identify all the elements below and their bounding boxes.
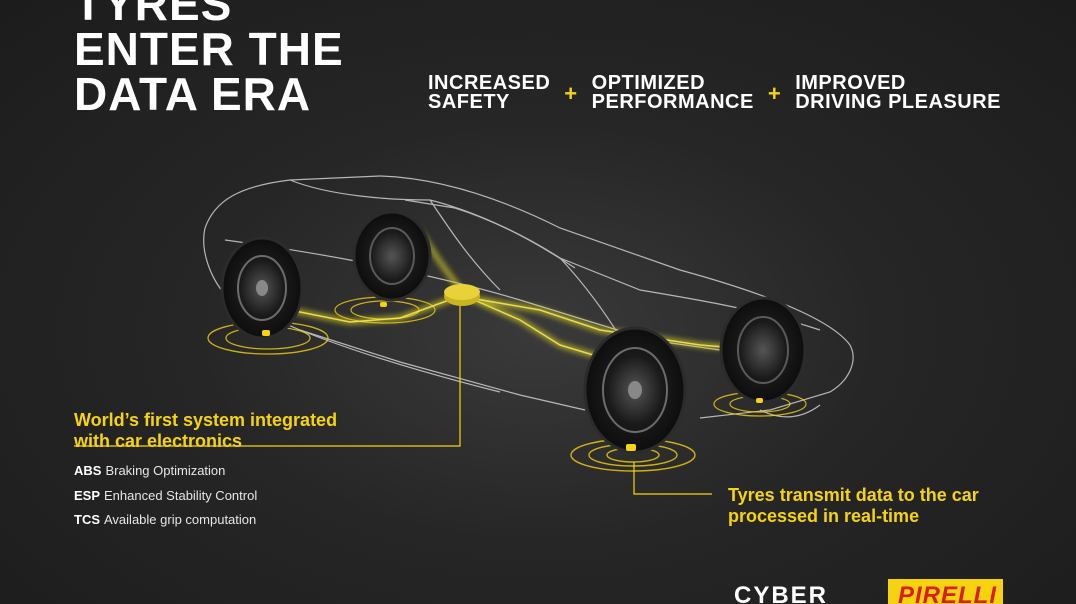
callout-lines xyxy=(74,306,712,495)
headline-line-1: TYRES xyxy=(74,0,233,30)
headline: TYRES ENTER THE DATA ERA xyxy=(74,0,344,117)
system-item-tcs: TCS Available grip computation xyxy=(74,512,257,537)
processor-unit xyxy=(444,284,480,306)
tyre-sensors xyxy=(262,302,763,451)
tyre-rear-right xyxy=(352,210,432,302)
benefit-safety-line-1: INCREASED xyxy=(428,72,551,94)
system-desc: Braking Optimization xyxy=(105,463,226,478)
plus-icon: + xyxy=(564,80,578,106)
data-transmit-callout: Tyres transmit data to the car processed… xyxy=(728,485,979,527)
headline-line-2: ENTER THE xyxy=(74,23,344,75)
integration-callout: World’s first system integrated with car… xyxy=(74,410,337,452)
benefit-performance: OPTIMIZED PERFORMANCE xyxy=(591,72,754,113)
benefit-driving-pleasure: IMPROVED DRIVING PLEASURE xyxy=(795,72,1001,113)
data-transmit-callout-line-1: Tyres transmit data to the car xyxy=(728,485,979,505)
system-desc: Enhanced Stability Control xyxy=(104,487,258,503)
system-desc: Available grip computation xyxy=(104,512,257,527)
cyber-logo: CYBER xyxy=(734,582,829,604)
benefits-row: INCREASED SAFETY + OPTIMIZED PERFORMANCE… xyxy=(428,72,1001,113)
benefit-performance-line-1: OPTIMIZED xyxy=(591,72,706,94)
benefit-driving-pleasure-line-1: IMPROVED xyxy=(795,72,906,94)
plus-icon: + xyxy=(767,80,782,106)
tyre-front-right xyxy=(719,296,807,404)
benefit-driving-pleasure-line-2: DRIVING PLEASURE xyxy=(795,91,1001,113)
pirelli-logo-text: PIRELLI xyxy=(898,582,998,604)
headline-line-3: DATA ERA xyxy=(74,68,312,120)
tyre-rear-left xyxy=(220,236,304,340)
system-abbr: ABS xyxy=(74,463,102,478)
benefit-performance-line-2: PERFORMANCE xyxy=(591,91,754,113)
system-abbr: TCS xyxy=(74,512,100,527)
pirelli-logo: PIRELLI xyxy=(888,579,1003,604)
benefit-safety: INCREASED SAFETY xyxy=(428,72,551,113)
tyre-front-left xyxy=(583,326,687,454)
data-transmit-callout-line-2: processed in real-time xyxy=(728,506,920,526)
integration-callout-line-2: with car electronics xyxy=(74,431,243,451)
integration-callout-line-1: World’s first system integrated xyxy=(74,410,338,430)
benefit-safety-line-2: SAFETY xyxy=(428,91,510,113)
system-abbr: ESP xyxy=(74,487,101,503)
